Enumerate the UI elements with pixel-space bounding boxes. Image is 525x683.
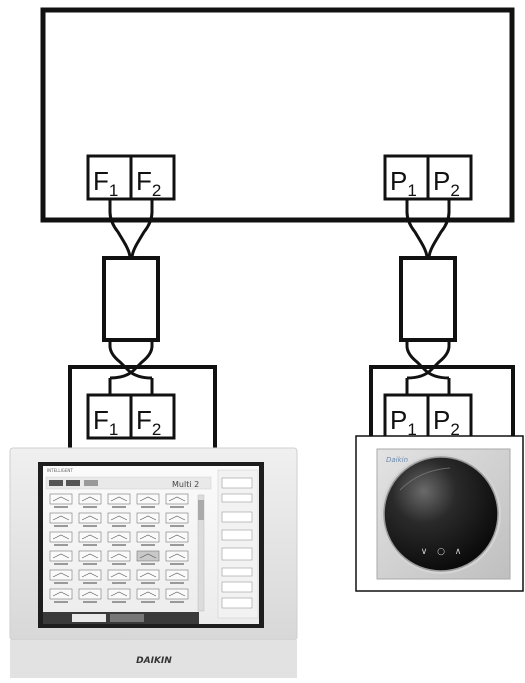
- round-controller-logo: Daikin: [386, 456, 408, 464]
- left-terminal-f2: F2: [129, 393, 176, 440]
- main-terminal-f2: F2: [129, 154, 176, 201]
- screen-unit-icon: [165, 512, 189, 527]
- left-controller-enclosure: [68, 365, 217, 448]
- svg-text:P1: P1: [390, 405, 417, 439]
- screen-unit-icon: [78, 550, 102, 565]
- screen-unit-icon: [136, 512, 160, 527]
- touch-controller: INTELLIGENT Multi 2 DAIKIN: [9, 447, 298, 678]
- main-unit-box: [40, 7, 515, 223]
- right-wire-pair: [405, 199, 451, 398]
- screen-unit-icon: [136, 531, 160, 546]
- left-wire-pair: [108, 199, 154, 398]
- screen-unit-icon: [78, 588, 102, 603]
- screen-unit-icon: [49, 569, 73, 584]
- touch-screen-icon-grid: [49, 493, 189, 603]
- screen-unit-icon: [107, 588, 131, 603]
- screen-unit-icon: [136, 493, 160, 508]
- screen-unit-icon: [165, 493, 189, 508]
- main-terminal-p1: P1: [383, 154, 430, 201]
- screen-unit-icon: [107, 531, 131, 546]
- svg-text:F1: F1: [93, 405, 118, 439]
- round-controller-dial: [383, 456, 499, 572]
- svg-text:F2: F2: [136, 166, 161, 200]
- screen-unit-icon: [49, 493, 73, 508]
- main-terminal-f1: F1: [86, 154, 133, 201]
- round-controller: Daikin ∨ ○ ∧: [355, 435, 524, 592]
- screen-unit-icon: [165, 569, 189, 584]
- screen-unit-icon: [107, 550, 131, 565]
- svg-text:P1: P1: [390, 166, 417, 200]
- screen-unit-icon: [78, 493, 102, 508]
- right-adapter-box: [399, 256, 457, 342]
- main-terminal-p2: P2: [426, 154, 473, 201]
- screen-unit-icon: [107, 569, 131, 584]
- svg-text:F2: F2: [136, 405, 161, 439]
- right-controller-enclosure: [369, 365, 515, 437]
- svg-text:P2: P2: [433, 166, 460, 200]
- left-adapter-box: [102, 256, 160, 342]
- screen-unit-icon: [78, 531, 102, 546]
- button-up-icon: ∧: [455, 547, 462, 557]
- screen-unit-icon: [165, 550, 189, 565]
- screen-unit-icon: [107, 493, 131, 508]
- button-center-icon: ○: [437, 547, 445, 557]
- touch-controller-logo: DAIKIN: [136, 656, 172, 666]
- screen-unit-icon: [136, 550, 160, 565]
- touch-screen-title: INTELLIGENT: [47, 468, 73, 473]
- screen-unit-icon: [49, 531, 73, 546]
- screen-unit-icon: [107, 512, 131, 527]
- screen-unit-icon: [49, 588, 73, 603]
- svg-text:F1: F1: [93, 166, 118, 200]
- screen-unit-icon: [136, 588, 160, 603]
- screen-unit-icon: [78, 512, 102, 527]
- svg-text:P2: P2: [433, 405, 460, 439]
- touch-screen-header-value: Multi 2: [172, 480, 199, 489]
- screen-unit-icon: [78, 569, 102, 584]
- screen-unit-icon: [136, 569, 160, 584]
- screen-unit-icon: [165, 588, 189, 603]
- screen-unit-icon: [49, 550, 73, 565]
- left-terminal-f1: F1: [86, 393, 133, 440]
- button-down-icon: ∨: [421, 547, 428, 557]
- right-terminal-p2: P2: [426, 393, 473, 440]
- screen-unit-icon: [49, 512, 73, 527]
- right-terminal-p1: P1: [383, 393, 430, 440]
- screen-unit-icon: [165, 531, 189, 546]
